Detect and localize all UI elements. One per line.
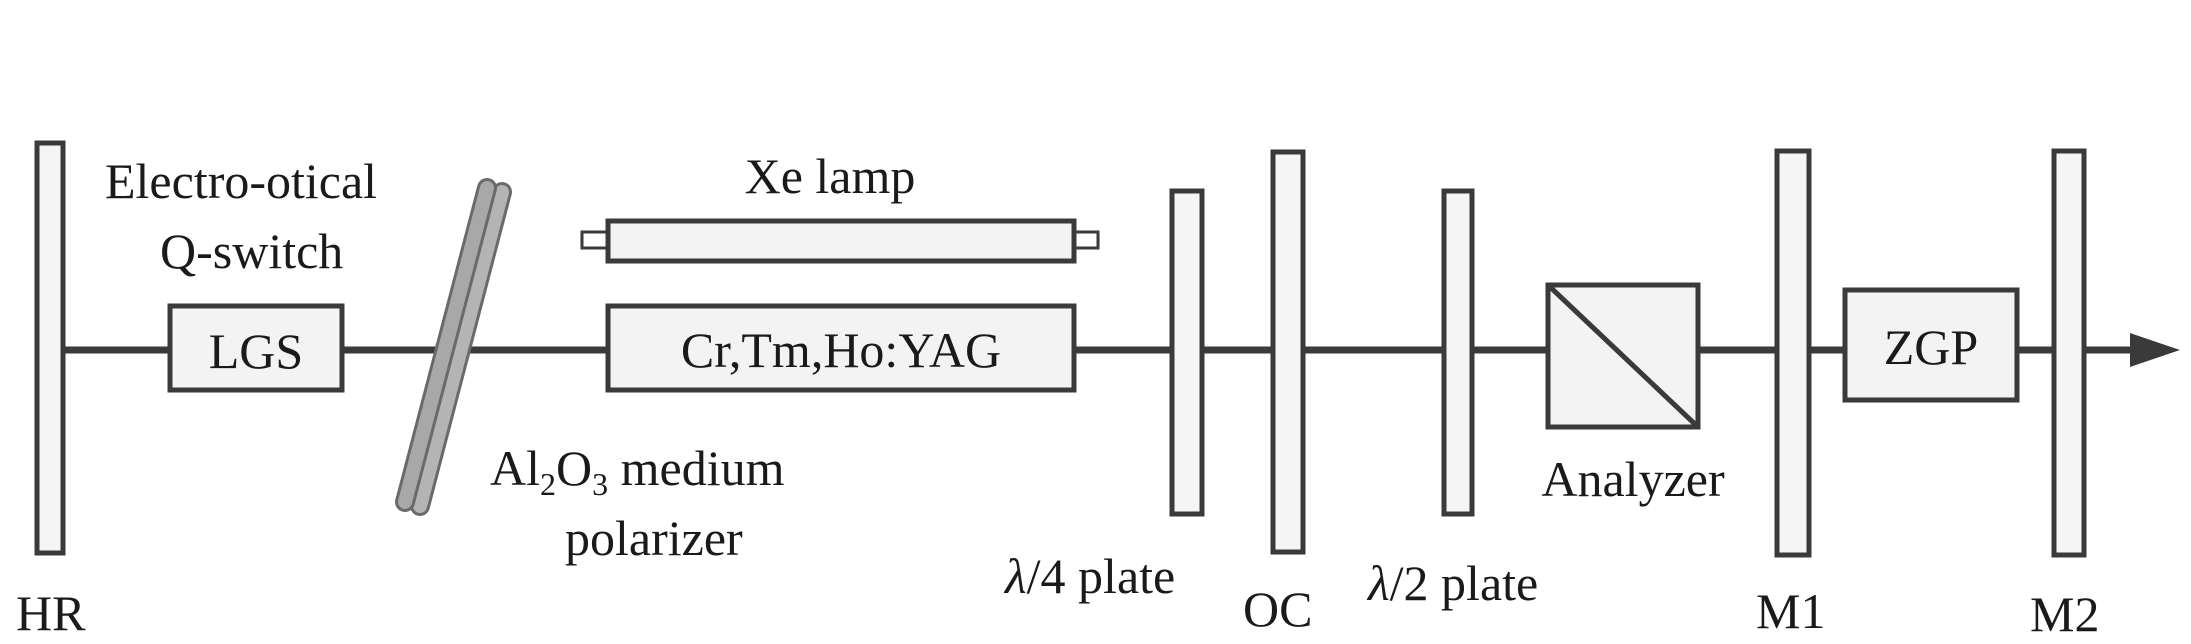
xe-lamp-tube xyxy=(605,218,1077,264)
output-coupler xyxy=(1270,149,1306,555)
polarizer-label-line1: Al2O3 medium xyxy=(490,440,785,502)
m2-label: M2 xyxy=(2030,586,2099,642)
gain-medium-label: Cr,Tm,Ho:YAG xyxy=(681,322,1001,378)
analyzer-diagonal xyxy=(1546,283,1700,429)
polarizer-plate-front-fill xyxy=(398,181,494,509)
half-wave-plate xyxy=(1441,188,1475,517)
quarter-wave-plate xyxy=(1169,188,1205,517)
gain-medium-crystal xyxy=(605,303,1077,393)
zgp-label: ZGP xyxy=(1884,319,1978,375)
xe-lamp-label: Xe lamp xyxy=(745,148,916,204)
oc-label: OC xyxy=(1243,581,1312,637)
lgs-crystal xyxy=(167,303,345,393)
quarter-wave-plate-label: λ/4 plate xyxy=(1003,548,1175,604)
half-wave-plate-label: λ/2 plate xyxy=(1366,555,1538,611)
qswitch-label-line1: Electro-otical xyxy=(105,153,377,209)
qswitch-label-line2: Q-switch xyxy=(160,223,343,279)
polarizer-plate-back-fill xyxy=(413,185,509,513)
hr-label: HR xyxy=(16,585,86,641)
zgp-crystal xyxy=(1842,287,2020,403)
m1-label: M1 xyxy=(1756,583,1825,639)
m1-mirror xyxy=(1774,148,1812,558)
lgs-label: LGS xyxy=(209,323,303,379)
m2-mirror xyxy=(2051,148,2087,558)
polarizer-label-line2: polarizer xyxy=(565,510,743,566)
hr-mirror xyxy=(34,140,66,556)
analyzer-label: Analyzer xyxy=(1541,451,1725,507)
output-beam-arrow xyxy=(2130,333,2180,367)
